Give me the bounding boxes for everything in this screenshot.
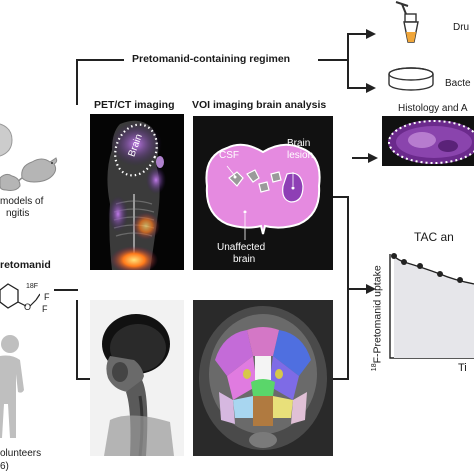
models-label-line1: models of xyxy=(0,196,44,207)
drug-label: Dru xyxy=(453,22,470,33)
arrow-tac xyxy=(366,284,376,294)
connector-top-vertical xyxy=(76,59,78,105)
arrow-histology xyxy=(368,153,378,163)
mouse-icon xyxy=(0,173,21,191)
unaffected-label-line1: Unaffected xyxy=(217,242,266,253)
o-atom-label: O xyxy=(24,302,32,312)
brain-atlas-image xyxy=(193,300,333,456)
lesion-label-line1: Brain xyxy=(287,138,311,149)
drug-vial-icon xyxy=(395,1,419,43)
regimen-title: Pretomanid-containing regimen xyxy=(132,53,291,65)
human-organ-icon xyxy=(0,123,13,157)
histology-label: Histology and A xyxy=(398,103,468,114)
human-pet-sagittal-image xyxy=(90,300,184,456)
bacteria-label: Bacte xyxy=(445,78,471,89)
connector-left-bottom-vertical xyxy=(76,300,78,380)
tac-title: TAC an xyxy=(414,230,454,244)
connector-drug-horizontal xyxy=(347,33,369,35)
volunteers-label-line1: olunteers xyxy=(0,448,42,459)
tac-point xyxy=(401,259,407,265)
petct-title: PET/CT imaging xyxy=(94,99,175,111)
arrow-drug xyxy=(366,29,376,39)
connector-bacteria-horizontal xyxy=(347,87,369,89)
csf-label: CSF xyxy=(219,150,239,161)
petct-image: Brain xyxy=(90,114,184,270)
tac-point xyxy=(437,271,443,277)
tac-ylabel-sup: 18 xyxy=(370,363,378,372)
lesion-label-line2: lesion xyxy=(287,150,314,161)
tac-point xyxy=(391,253,397,259)
unaffected-label-line2: brain xyxy=(233,254,256,265)
compound-label: retomanid xyxy=(0,259,51,271)
histology-image xyxy=(382,116,474,166)
connector-voi-bottom-out xyxy=(333,378,349,380)
connector-left-compound xyxy=(54,289,78,291)
tac-ylabel-text: F-Pretomanid uptake xyxy=(371,265,384,364)
human-figure-icon xyxy=(0,335,24,438)
voi-schematic-panel: CSF Brain lesion Unaffected brain xyxy=(193,116,333,270)
tac-point xyxy=(457,277,463,283)
models-label-line2: ngitis xyxy=(6,208,30,219)
tac-plot xyxy=(389,253,474,359)
voi-title: VOI imaging brain analysis xyxy=(192,99,327,111)
tac-ylabel: 18F-Pretomanid uptake xyxy=(368,254,384,384)
connector-to-histology xyxy=(352,157,372,159)
connector-voi-top-out xyxy=(333,196,349,198)
f-atom-label-1: F xyxy=(44,292,50,302)
connector-fork-vertical xyxy=(347,33,349,89)
connector-regimen-right xyxy=(318,59,348,61)
connector-to-tac xyxy=(347,288,369,290)
rat-icon xyxy=(16,157,58,186)
f-atom-label-2: F xyxy=(42,304,48,314)
connector-top-horizontal xyxy=(76,59,124,61)
connector-left-bottom-horizontal xyxy=(76,378,90,380)
petri-dish-icon xyxy=(388,67,434,91)
fluoro-18-label: 18F xyxy=(26,283,39,290)
tac-xlabel: Ti xyxy=(458,362,467,374)
volunteers-label-line2: 6) xyxy=(0,461,9,472)
chemical-structure-icon xyxy=(0,283,40,309)
tac-point xyxy=(417,263,423,269)
arrow-bacteria xyxy=(366,83,376,93)
